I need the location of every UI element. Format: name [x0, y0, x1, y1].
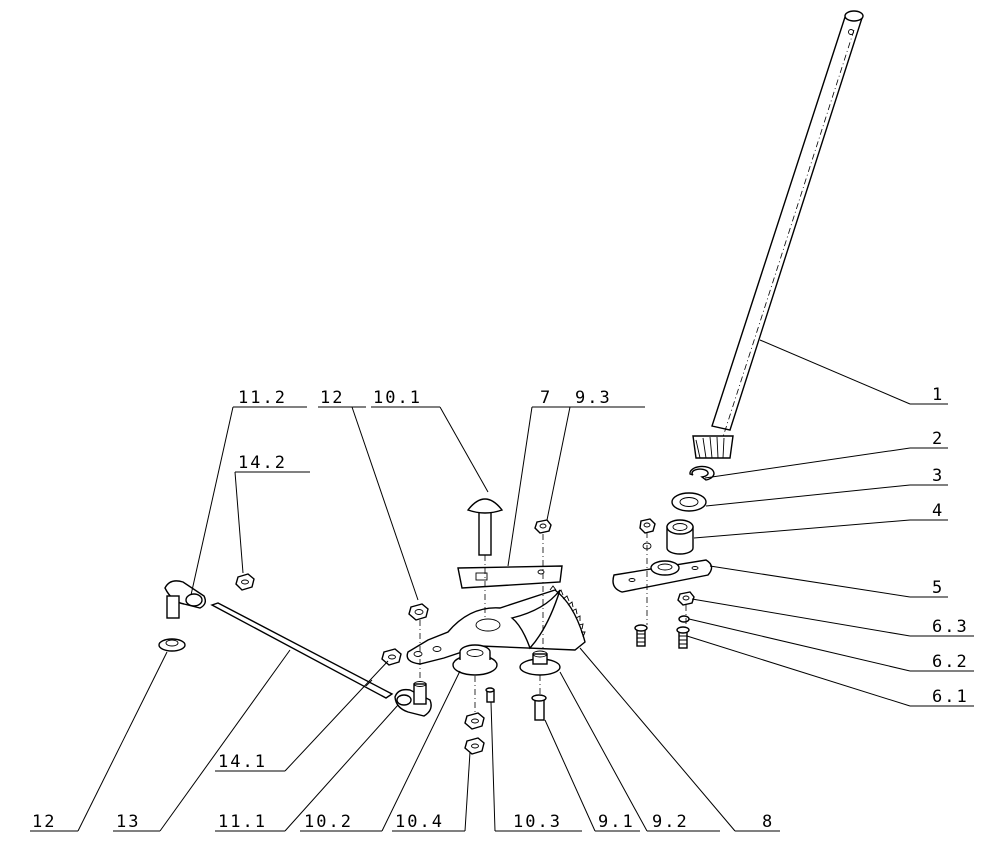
- plate-part-5: [612, 559, 713, 593]
- bolt-part-9-1: [531, 694, 547, 721]
- label-part-10-1: 10.1: [373, 388, 422, 408]
- label-part-9-1: 9.1: [598, 812, 635, 832]
- label-part-6-2: 6.2: [932, 652, 969, 672]
- ball-joint-part-11-1: [394, 681, 432, 717]
- label-part-9-2: 9.2: [652, 812, 689, 832]
- center-lines: [419, 532, 687, 712]
- label-part-12-top: 12: [320, 388, 344, 408]
- label-part-1: 1: [932, 385, 944, 405]
- plate-part-7: [457, 565, 563, 589]
- nut-part-9-3: [534, 519, 552, 534]
- rod-part-13: [210, 602, 394, 699]
- label-part-5: 5: [932, 578, 944, 598]
- label-part-12-bottom: 12: [32, 812, 56, 832]
- washer-part-9-2: [519, 650, 561, 676]
- label-part-6-3: 6.3: [932, 617, 969, 637]
- nut-part-12-upper: [408, 603, 429, 621]
- bolt-part-10-1: [466, 498, 504, 556]
- label-part-10-3: 10.3: [513, 812, 562, 832]
- label-part-6-1: 6.1: [932, 687, 969, 707]
- washer-part-6-2: [678, 615, 690, 623]
- bushing-part-10-2: [452, 644, 498, 676]
- nut-part-10-4-lower: [464, 737, 485, 755]
- label-part-2: 2: [932, 429, 944, 449]
- ball-joint-part-11-2: [164, 580, 207, 619]
- nut-above-plate: [639, 518, 656, 550]
- nut-part-14-2: [235, 573, 255, 591]
- washer-part-3: [671, 492, 707, 512]
- leader-lines: [30, 339, 974, 832]
- nut-part-14-1: [381, 648, 402, 666]
- label-part-14-1: 14.1: [218, 752, 267, 772]
- nut-part-10-4-upper: [464, 712, 485, 730]
- label-part-11-1: 11.1: [218, 812, 267, 832]
- shaft-part-1: [692, 10, 864, 459]
- label-part-4: 4: [932, 501, 944, 521]
- nut-part-6-3: [677, 591, 695, 606]
- label-part-14-2: 14.2: [238, 453, 287, 473]
- sector-part-8: [406, 585, 586, 665]
- label-part-9-3: 9.3: [575, 388, 612, 408]
- bushing-part-4: [666, 519, 694, 555]
- label-part-11-2: 11.2: [238, 388, 287, 408]
- nut-part-12-lower: [158, 638, 186, 652]
- label-part-10-4: 10.4: [395, 812, 444, 832]
- part-labels: 1 2 3 4 5 6.3 6.2 6.1 11.2 12 10.1 7 9.3…: [32, 385, 969, 832]
- nipple-part-10-3: [485, 687, 495, 703]
- label-part-3: 3: [932, 466, 944, 486]
- bolt-under-plate: [634, 624, 648, 647]
- label-part-13: 13: [116, 812, 140, 832]
- label-part-8: 8: [762, 812, 774, 832]
- label-part-7: 7: [540, 388, 552, 408]
- bolt-part-6-1: [676, 626, 690, 649]
- label-part-10-2: 10.2: [304, 812, 353, 832]
- circlip-part-2: [689, 465, 715, 481]
